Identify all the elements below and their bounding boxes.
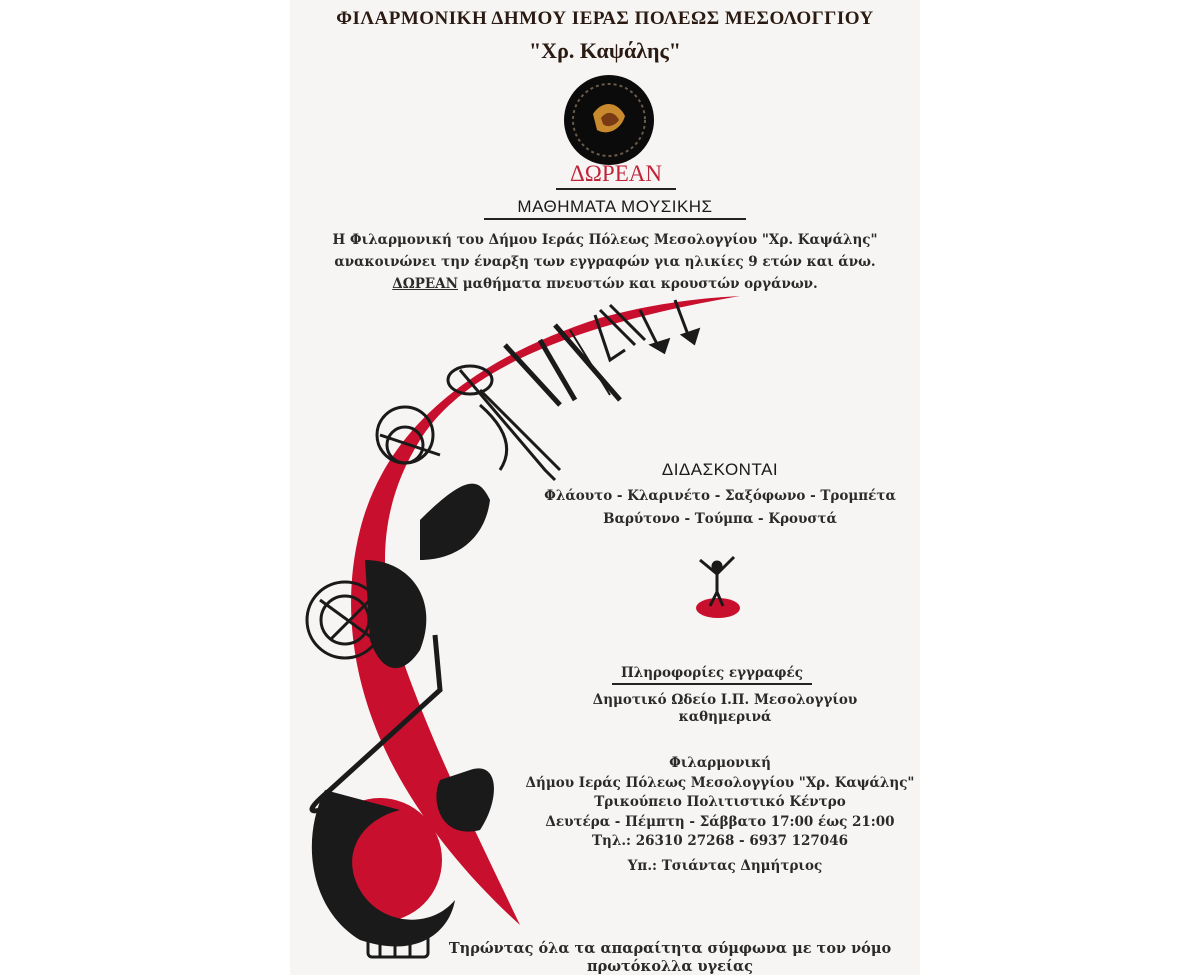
instruments-line-2: Βαρύτονο - Τούμπα - Κρουστά (603, 511, 837, 527)
phil-line-5: Τηλ.: 26310 27268 - 6937 127046 (592, 833, 848, 849)
intro-line-3: ΔΩΡΕΑΝ μαθήματα πνευστών και κρουστών ορ… (290, 273, 920, 295)
bell-silhouette-2 (365, 560, 427, 669)
intro-line-2: ανακοινώνει την έναρξη των εγγραφών για … (334, 254, 876, 270)
trombone-icon (446, 364, 562, 482)
instruments-list: Φλάουτο - Κλαρινέτο - Σαξόφωνο - Τρομπέτ… (520, 485, 920, 531)
odeio-line-1: Δημοτικό Ωδείο Ι.Π. Μεσολογγίου (592, 692, 858, 708)
phil-line-1: Φιλαρμονική (669, 755, 771, 771)
woodwind-icons (503, 323, 622, 407)
intro-free-word: ΔΩΡΕΑΝ (392, 276, 458, 292)
header-title: ΦΙΛΑΡΜΟΝΙΚΗ ΔΗΜΟΥ ΙΕΡΑΣ ΠΟΛΕΩΣ ΜΕΣΟΛΟΓΓΙ… (336, 8, 874, 29)
phil-line-3: Τρικούπειο Πολιτιστικό Κέντρο (594, 794, 846, 810)
saxophone-icon (309, 634, 443, 814)
tuba-silhouette (311, 790, 455, 947)
health-notice-line-1: Τηρώντας όλα τα απαραίτητα σύμφωνα με το… (448, 940, 892, 957)
instruments-line-1: Φλάουτο - Κλαρινέτο - Σαξόφωνο - Τρομπέτ… (544, 488, 896, 504)
tuba-valves-icon (366, 933, 430, 959)
odeio-line-2: καθημερινά (678, 709, 772, 725)
intro-text: Η Φιλαρμονική του Δήμου Ιεράς Πόλεως Μεσ… (290, 229, 920, 295)
health-notice: Τηρώντας όλα τα απαραίτητα σύμφωνα με το… (420, 940, 920, 976)
intro-line-1: Η Φιλαρμονική του Δήμου Ιεράς Πόλεως Μεσ… (332, 232, 878, 248)
conductor-base (696, 598, 740, 618)
trumpet-icons (593, 299, 701, 363)
info-title: Πληροφορίες εγγραφές (612, 663, 812, 685)
french-horn-icon (375, 405, 441, 465)
conductor-icon (699, 555, 736, 607)
bell-silhouette-1 (420, 483, 490, 560)
intro-line-3-rest: μαθήματα πνευστών και κρουστών οργάνων. (458, 276, 818, 292)
responsible-person: Υπ.: Τσιάντας Δημήτριος (627, 858, 823, 874)
health-notice-line-2: πρωτόκολλα υγείας (586, 958, 754, 975)
phil-line-2: Δήμου Ιεράς Πόλεως Μεσολογγίου "Χρ. Καψά… (525, 774, 915, 791)
bell-silhouette-3 (436, 768, 494, 832)
lessons-title: ΜΑΘΗΜΑΤΑ ΜΟΥΣΙΚΗΣ (484, 196, 746, 220)
phil-line-4: Δευτέρα - Πέμπτη - Σάββατο 17:00 έως 21:… (545, 813, 895, 830)
philharmonic-info: Φιλαρμονική Δήμου Ιεράς Πόλεως Μεσολογγί… (500, 754, 940, 852)
taught-title: ΔΙΔΑΣΚΟΝΤΑΙ (661, 460, 779, 479)
odeio-info: Δημοτικό Ωδείο Ι.Π. Μεσολογγίου καθημερι… (560, 692, 890, 726)
free-title: ΔΩΡΕΑΝ (556, 160, 676, 190)
header-subtitle: "Χρ. Καψάλης" (528, 38, 682, 63)
philharmonic-emblem-icon (564, 75, 654, 165)
